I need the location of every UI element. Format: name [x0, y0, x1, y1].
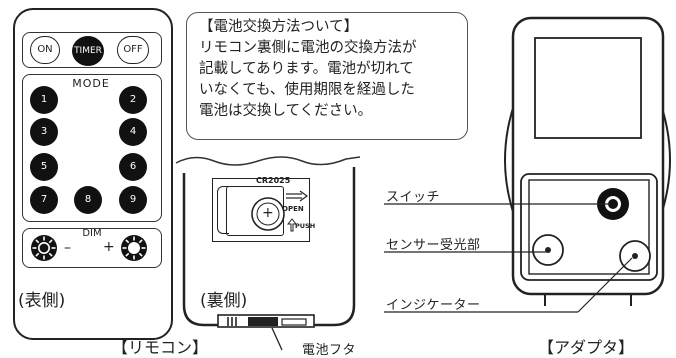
indicator-label: インジケーター	[386, 298, 481, 313]
note-line: いなくても、使用期限を経過した	[199, 82, 415, 98]
mode-button-6[interactable]: 6	[119, 153, 147, 181]
remote-top-panel	[22, 32, 162, 68]
mode-button-7[interactable]: 7	[30, 186, 58, 214]
dim-label: DIM	[82, 228, 102, 239]
switch-label: スイッチ	[386, 190, 441, 205]
battery-model: CR2025	[256, 176, 291, 185]
battery-icon	[251, 197, 285, 231]
sensor-receiver	[532, 234, 564, 266]
battery-plus: +	[262, 205, 274, 221]
push-arrow-icon	[287, 218, 297, 232]
note-line: 【電池交換方法ついて】	[199, 19, 359, 35]
timer-button[interactable]: TIMER	[72, 36, 104, 66]
remote-title: 【リモコン】	[112, 338, 209, 357]
sensor-label: センサー受光部	[386, 238, 481, 253]
adapter-title: 【アダプタ】	[538, 338, 635, 357]
mode-button-1[interactable]: 1	[30, 86, 58, 114]
mode-button-9[interactable]: 9	[119, 186, 147, 214]
dim-plus-label: +	[103, 239, 115, 255]
remote-back	[175, 156, 361, 328]
note-line: 電池は交換してください。	[199, 103, 373, 119]
sun-filled-icon	[122, 236, 146, 260]
back-caption: (裏側)	[200, 291, 248, 311]
open-arrow-icon	[286, 190, 308, 202]
mode-button-3[interactable]: 3	[30, 118, 58, 146]
adapter-switch[interactable]	[595, 186, 631, 222]
off-button[interactable]: OFF	[117, 36, 149, 64]
mode-button-8[interactable]: 8	[74, 186, 102, 214]
battery-clip	[217, 186, 229, 234]
dim-minus-label: –	[64, 240, 71, 256]
open-label: OPEN	[282, 205, 304, 213]
mode-button-5[interactable]: 5	[30, 153, 58, 181]
note-line: リモコン裏側に電池の交換方法が	[199, 40, 417, 56]
push-label: PUSH	[295, 222, 316, 230]
battery-note: 【電池交換方法ついて】 リモコン裏側に電池の交換方法が 記載してあります。電池が…	[186, 12, 468, 140]
dim-panel	[22, 228, 162, 268]
on-button[interactable]: ON	[30, 36, 60, 64]
mode-button-4[interactable]: 4	[119, 118, 147, 146]
mode-button-2[interactable]: 2	[119, 86, 147, 114]
indicator-lamp	[619, 240, 651, 272]
dim-up-button[interactable]	[119, 233, 149, 263]
battery-cover-pointer	[271, 327, 283, 351]
mode-label: MODE	[72, 77, 110, 90]
battery-cover-label: 電池フタ	[302, 343, 357, 358]
front-caption: (表側)	[18, 291, 66, 311]
note-line: 記載してあります。電池が切れて	[199, 61, 414, 77]
mode-panel	[22, 74, 162, 222]
sun-outline-icon	[32, 236, 56, 260]
dim-down-button[interactable]	[29, 233, 59, 263]
